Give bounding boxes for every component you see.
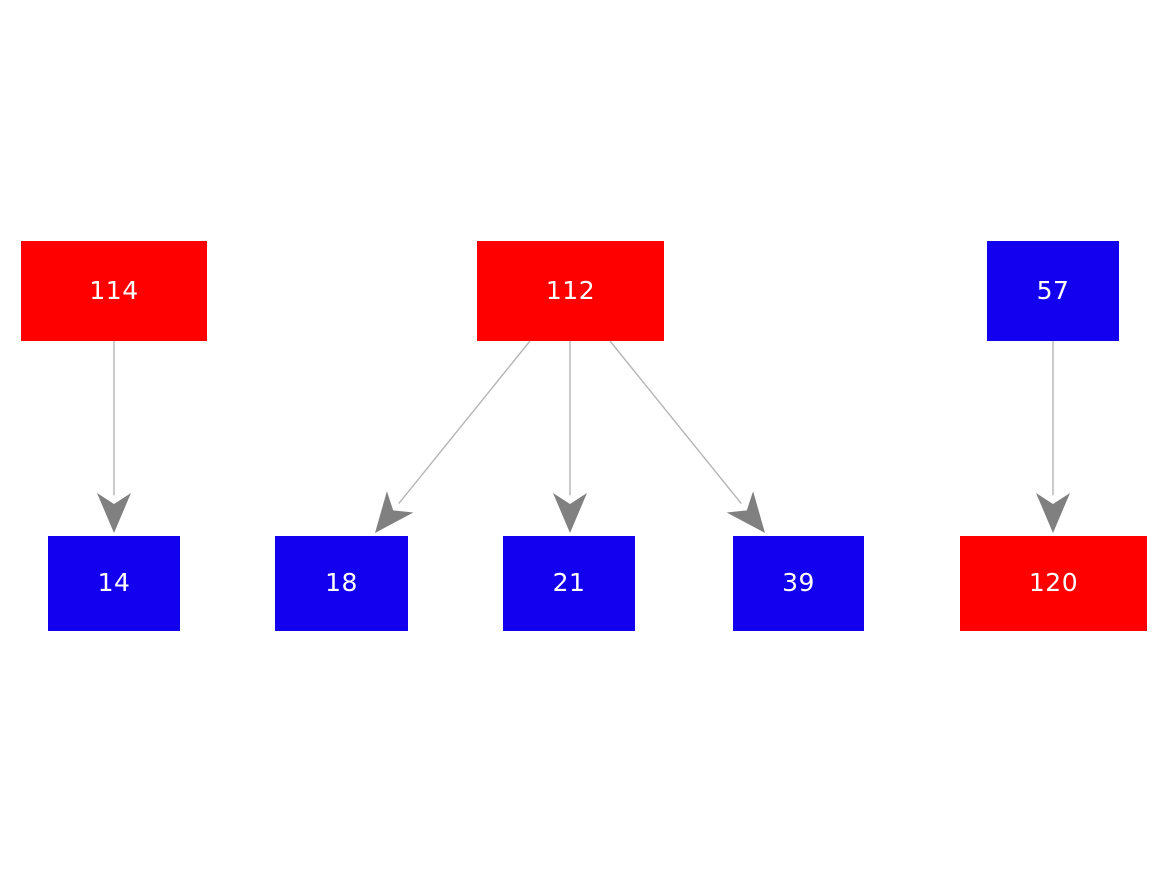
graph-node-14[interactable]: 14 (48, 536, 180, 631)
graph-edge-112-to-21 (553, 341, 587, 533)
edge-line (609, 340, 742, 505)
edge-arrowhead-icon (1036, 493, 1070, 533)
graph-node-120[interactable]: 120 (960, 536, 1147, 631)
graph-node-21[interactable]: 21 (503, 536, 635, 631)
edge-arrowhead-icon (375, 491, 414, 533)
graph-node-112[interactable]: 112 (477, 241, 664, 341)
graph-edge-114-to-14 (97, 341, 131, 533)
graph-node-18[interactable]: 18 (275, 536, 408, 631)
graph-node-label: 112 (545, 275, 596, 305)
graph-node-114[interactable]: 114 (21, 241, 207, 341)
graph-node-label: 57 (1036, 275, 1070, 305)
graph-edge-112-to-39 (609, 340, 765, 533)
edge-arrowhead-icon (97, 493, 131, 533)
edge-arrowhead-icon (726, 491, 765, 533)
graph-node-label: 14 (97, 568, 131, 597)
graph-node-39[interactable]: 39 (733, 536, 864, 631)
edge-arrowhead-icon (553, 493, 587, 533)
graph-node-57[interactable]: 57 (987, 241, 1119, 341)
graph-edge-57-to-120 (1036, 341, 1070, 533)
graph-node-label: 120 (1028, 568, 1079, 597)
edge-line (398, 340, 531, 505)
graph-node-label: 21 (552, 568, 586, 597)
graph-node-label: 114 (89, 275, 139, 305)
graph-node-label: 39 (782, 568, 815, 597)
graph-node-label: 18 (325, 568, 358, 597)
graph-edge-112-to-18 (375, 340, 531, 533)
